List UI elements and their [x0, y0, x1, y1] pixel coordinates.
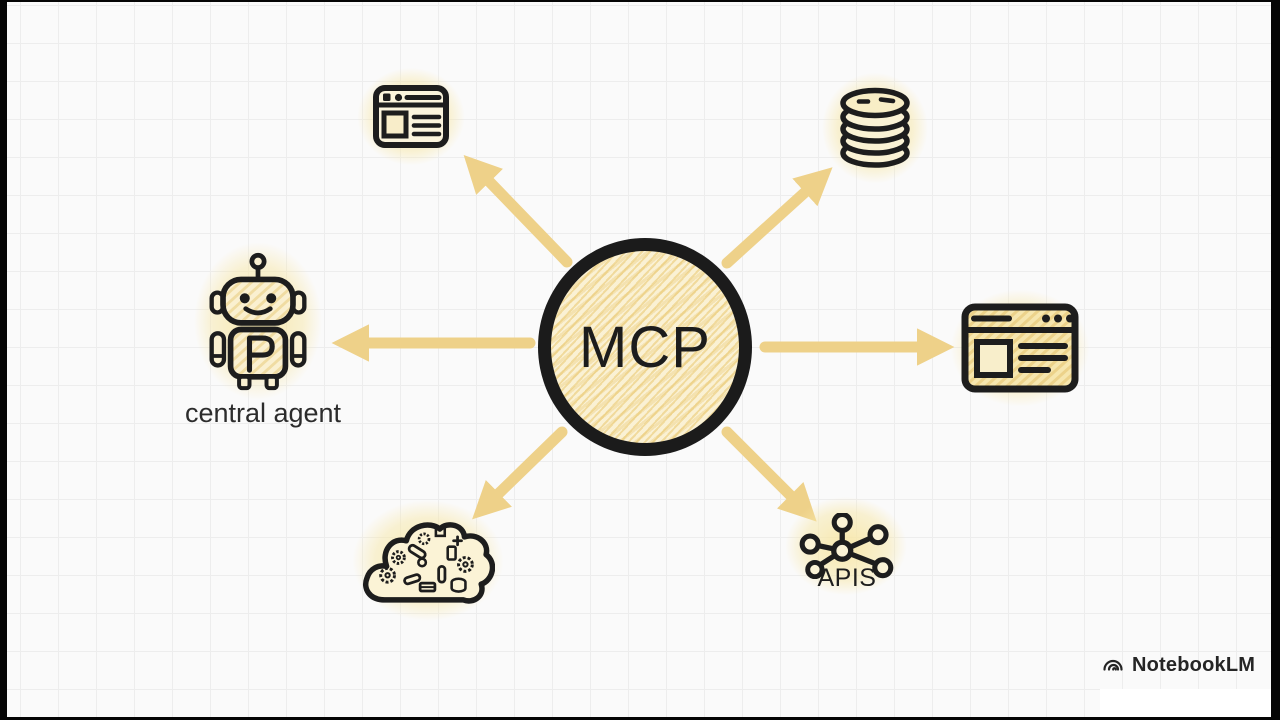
database-node — [807, 57, 943, 199]
apis-label: APIS — [817, 564, 877, 592]
mcp-label: MCP — [579, 314, 711, 380]
notebooklm-logo-icon — [1103, 659, 1123, 671]
watermark-backdrop — [1100, 689, 1271, 718]
browser-page-icon — [961, 303, 1079, 393]
mcp-hub-node: MCP — [502, 202, 788, 492]
mcp-circle: MCP — [538, 238, 752, 456]
api-network-icon — [799, 513, 894, 579]
frame-bar-right — [1271, 0, 1280, 720]
central-agent-node — [176, 220, 340, 422]
web-app-node — [342, 54, 480, 179]
web-page-node — [931, 273, 1109, 423]
notebooklm-watermark: NotebookLM — [1101, 653, 1255, 677]
database-icon — [840, 87, 910, 168]
browser-window-icon — [373, 85, 449, 148]
frame-bar-left — [0, 0, 7, 720]
robot-icon — [209, 252, 307, 391]
frame-bar-top — [0, 0, 1280, 2]
cloud-tools-icon — [363, 522, 495, 604]
notebooklm-label: NotebookLM — [1132, 653, 1256, 676]
frame-bar-bottom — [0, 717, 1280, 720]
central-agent-label: central agent — [184, 398, 342, 428]
cloud-tools-node — [331, 483, 525, 638]
